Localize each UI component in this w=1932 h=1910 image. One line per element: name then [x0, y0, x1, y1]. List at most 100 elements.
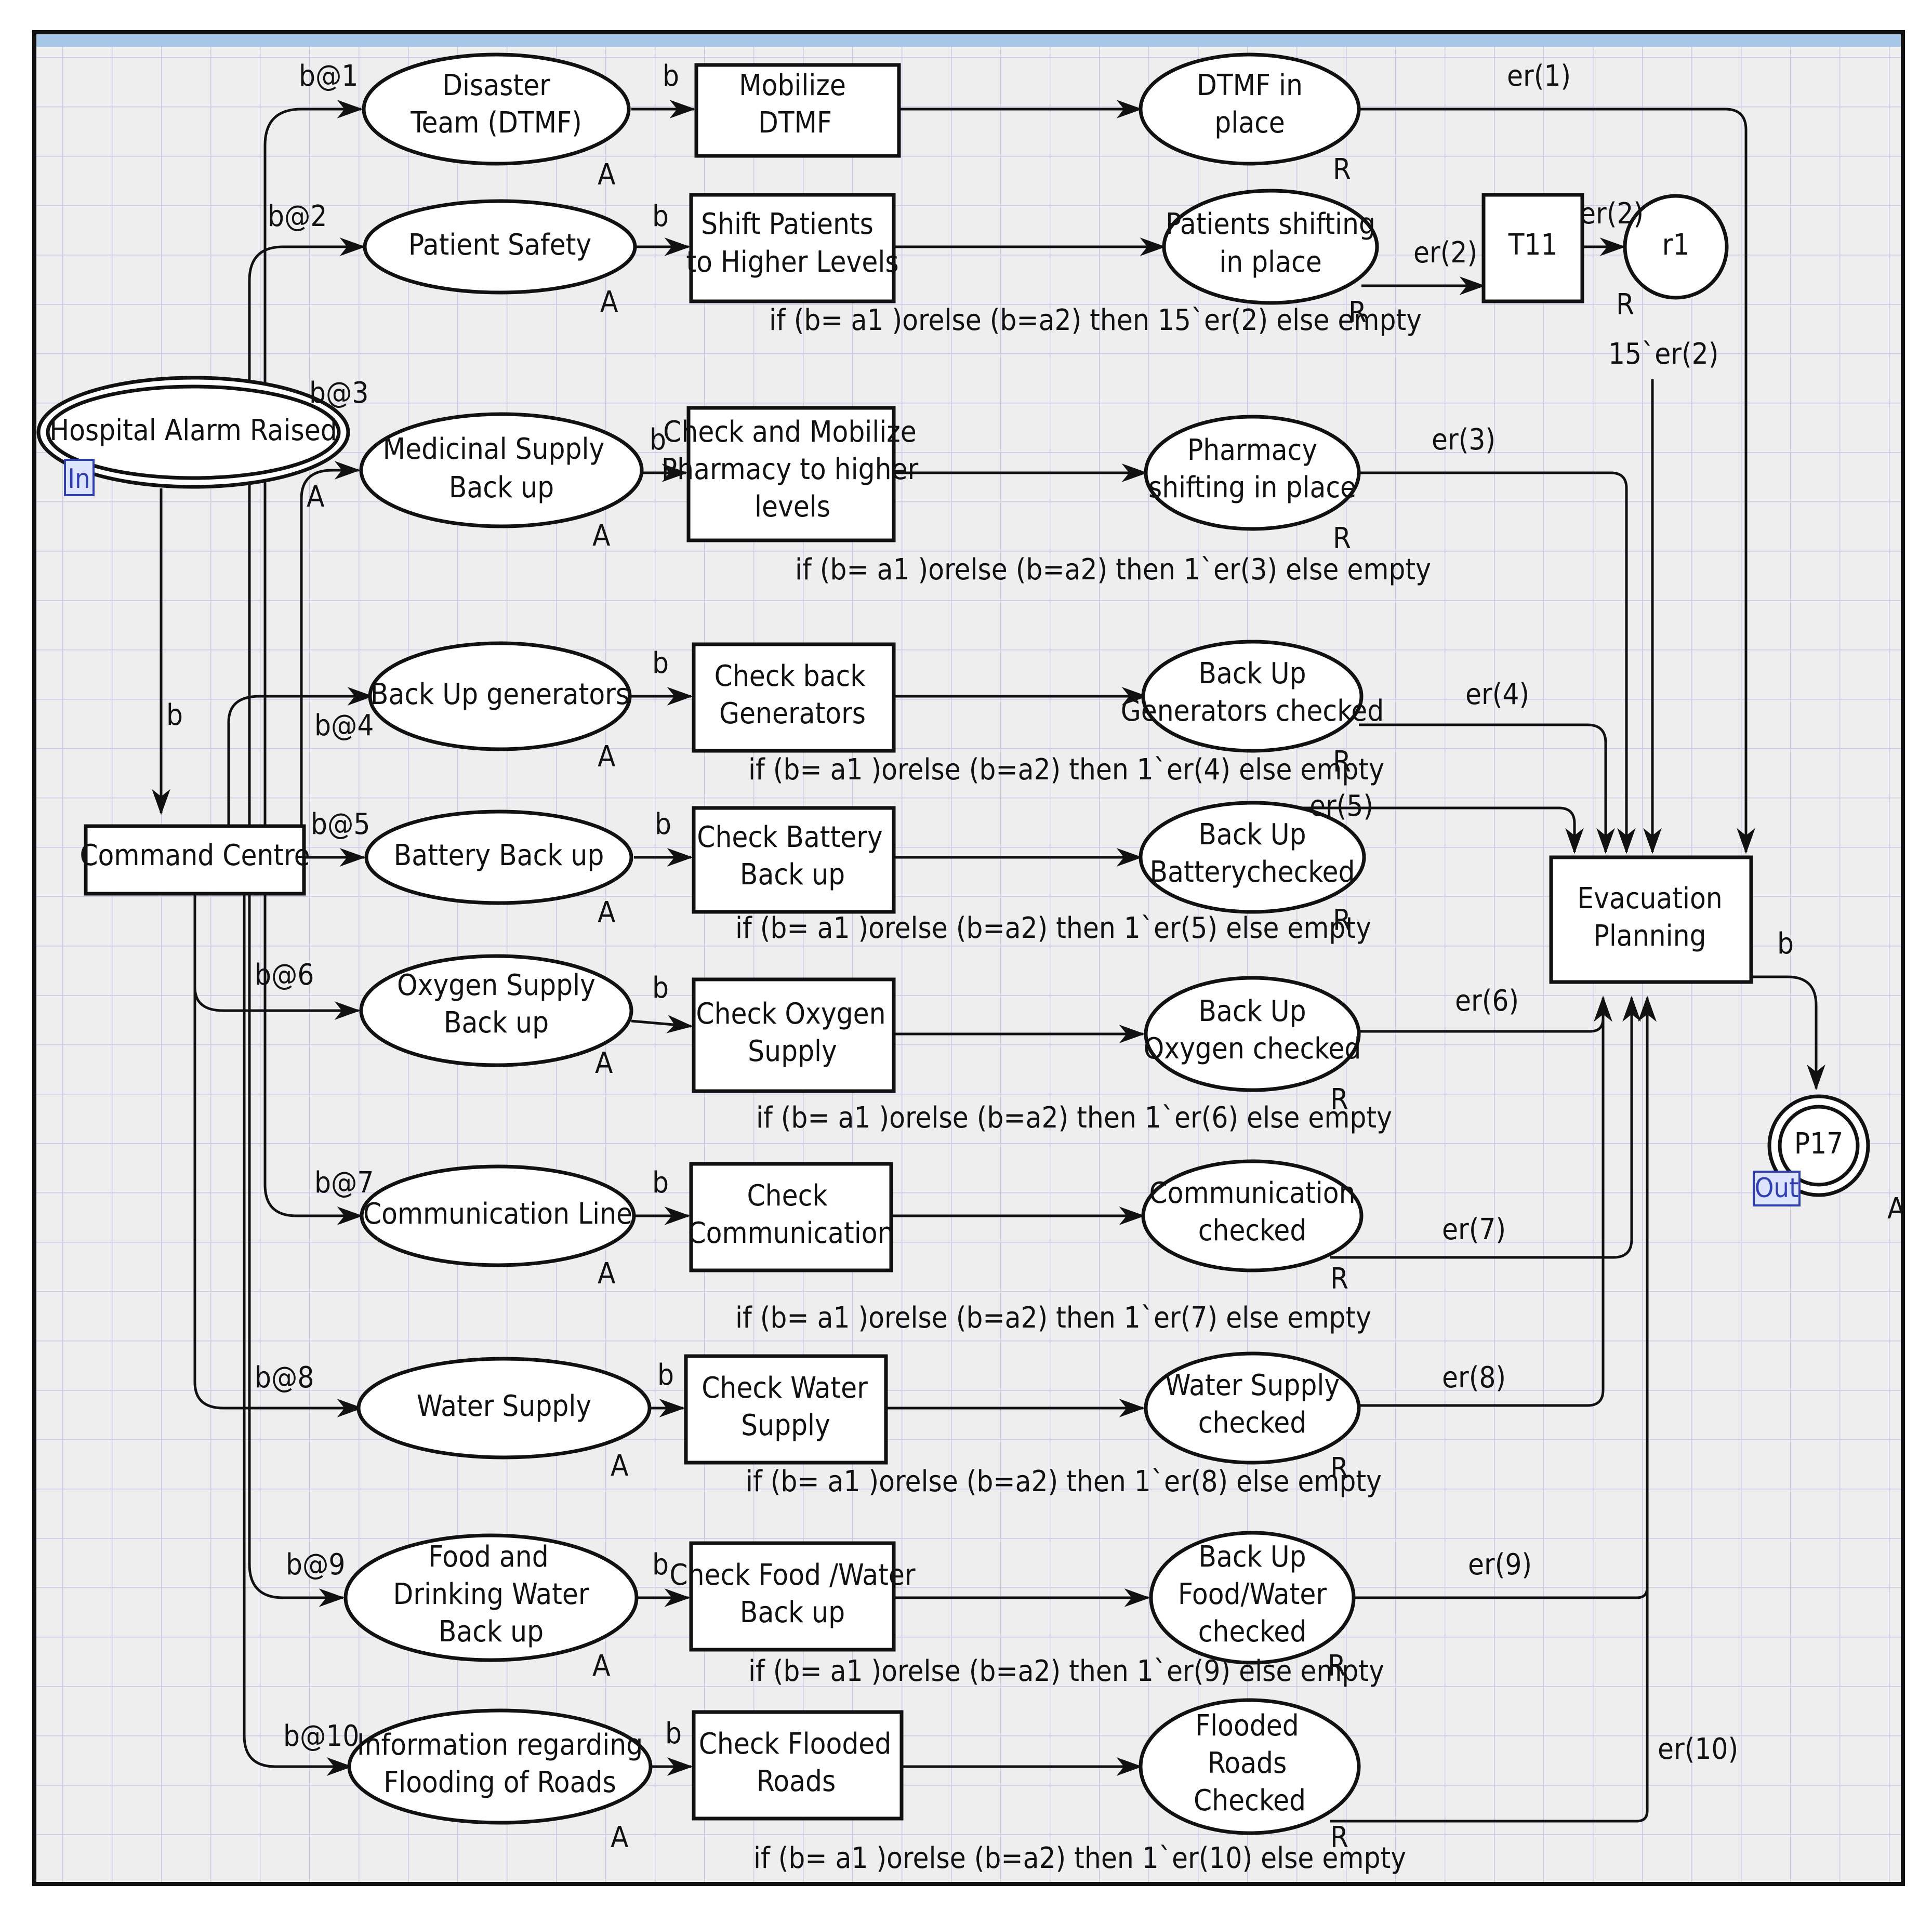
transition-check-communication[interactable]: Check Communication	[687, 1162, 894, 1272]
transition-mobilize-dtmf[interactable]: Mobilize DTMF	[694, 63, 901, 158]
label-line: Check Water	[702, 1371, 868, 1405]
guard-er6: if (b= a1 )orelse (b=a2) then 1`er(6) el…	[756, 1101, 1392, 1135]
label-line: place	[1214, 106, 1285, 140]
transition-command-centre[interactable]: Command Centre	[80, 824, 310, 896]
label-line: Food/Water	[1178, 1577, 1327, 1611]
label-line: DTMF in	[1197, 69, 1303, 102]
port-in: In	[64, 459, 95, 496]
arc-b10	[243, 894, 353, 1776]
arc-label-b-alarm: b	[166, 698, 183, 732]
place-r1[interactable]: r1	[1623, 194, 1729, 300]
place-patients-shifting[interactable]: Patients shifting in place	[1162, 189, 1379, 305]
label-line: Back Up	[1198, 1540, 1306, 1574]
transition-check-oxygen[interactable]: Check Oxygen Supply	[692, 977, 896, 1093]
label-line: Back Up generators	[370, 678, 629, 711]
label-line: P17	[1794, 1127, 1843, 1161]
label-line: Medicinal Supply	[383, 432, 605, 466]
arc-b3	[300, 461, 361, 826]
label-line: Team (DTMF)	[410, 106, 582, 140]
transition-shift-patients[interactable]: Shift Patients to Higher Levels	[686, 193, 899, 303]
label-line: Check and Mobilize	[663, 415, 917, 449]
label-line: Planning	[1593, 919, 1706, 953]
transition-t11[interactable]: T11	[1481, 193, 1584, 303]
place-dtmf-in-place[interactable]: DTMF in place	[1139, 52, 1361, 166]
label-line: DTMF	[758, 106, 832, 140]
place-flood-info[interactable]: Information regarding Flooding of Roads	[347, 1708, 653, 1825]
type-tag-r: R	[1330, 1452, 1348, 1485]
type-tag-r: R	[1333, 745, 1351, 779]
arc-label-er3: er(3)	[1432, 423, 1496, 457]
label-line: Back up	[740, 858, 845, 892]
type-tag-a: A	[600, 285, 618, 319]
place-p17[interactable]: P17	[1767, 1094, 1870, 1197]
place-oxygen-supply[interactable]: Oxygen Supply Back up	[359, 954, 633, 1067]
place-water-checked[interactable]: Water Supply checked	[1144, 1351, 1361, 1465]
place-pharmacy-shifting[interactable]: Pharmacy shifting in place	[1144, 415, 1361, 531]
transition-check-water[interactable]: Check Water Supply	[684, 1354, 888, 1465]
place-communication-checked[interactable]: Communication checked	[1141, 1159, 1364, 1272]
type-tag-r: R	[1330, 1083, 1348, 1117]
arc-label-b: b	[652, 646, 669, 680]
place-food-checked[interactable]: Back Up Food/Water checked	[1149, 1531, 1356, 1665]
arc-label-b: b	[652, 200, 669, 233]
label-line: Disaster	[442, 69, 550, 102]
arc-label-er7: er(7)	[1442, 1213, 1506, 1246]
label-line: Battery Back up	[394, 839, 604, 872]
place-battery-backup[interactable]: Battery Back up	[364, 810, 633, 905]
arc-label-b: b	[652, 971, 669, 1005]
arc-label-er2-t11: er(2)	[1580, 197, 1644, 231]
label-line: Back Up	[1198, 657, 1306, 691]
transition-evacuation-planning[interactable]: Evacuation Planning	[1549, 855, 1753, 984]
type-tags: A A A A A A A A A A A A R R R R R R R R …	[307, 153, 1905, 1854]
type-tag-a: A	[611, 1449, 629, 1483]
arc-label-er4: er(4)	[1465, 678, 1529, 711]
arc-label-b: b	[655, 807, 671, 841]
label-line: Checked	[1194, 1784, 1306, 1818]
label-line: Check Food /Water	[669, 1558, 915, 1592]
place-disaster-team[interactable]: Disaster Team (DTMF)	[362, 52, 631, 166]
type-tag-a: A	[592, 519, 611, 553]
type-tag-a: A	[598, 158, 616, 192]
place-food-water[interactable]: Food and Drinking Water Back up	[343, 1533, 639, 1662]
arc-label-er2: er(2)	[1413, 236, 1477, 270]
transition-check-roads[interactable]: Check Flooded Roads	[692, 1710, 904, 1821]
guard-er4: if (b= a1 )orelse (b=a2) then 1`er(4) el…	[748, 753, 1384, 787]
type-tag-a: A	[595, 1046, 613, 1080]
label-line: Patient Safety	[408, 228, 591, 262]
place-hospital-alarm[interactable]: Hospital Alarm Raised	[36, 376, 350, 489]
transition-mobilize-pharmacy[interactable]: Check and Mobilize Pharmacy to higher le…	[661, 406, 919, 542]
transition-check-generators[interactable]: Check back Generators	[692, 642, 896, 753]
label-line: Supply	[741, 1409, 830, 1442]
top-bar	[36, 34, 1901, 47]
place-generators-checked[interactable]: Back Up Generators checked	[1121, 640, 1384, 753]
label-line: Communication	[687, 1216, 894, 1250]
type-tag-a: A	[307, 480, 325, 514]
label-line: Communication	[1149, 1176, 1355, 1210]
place-oxygen-checked[interactable]: Back Up Oxygen checked	[1144, 976, 1361, 1092]
place-communication-line[interactable]: Communication Line	[360, 1164, 636, 1267]
place-roads-checked[interactable]: Flooded Roads Checked	[1139, 1698, 1361, 1835]
place-patient-safety[interactable]: Patient Safety	[363, 199, 637, 295]
label-line: Patients shifting	[1166, 207, 1375, 241]
arc-label-b1: b@1	[299, 59, 358, 93]
guard-er9: if (b= a1 )orelse (b=a2) then 1`er(9) el…	[748, 1654, 1384, 1688]
label-line: Generators	[719, 697, 866, 731]
transition-check-battery[interactable]: Check Battery Back up	[692, 806, 896, 914]
label-line: Oxygen Supply	[397, 969, 596, 1002]
place-water-supply[interactable]: Water Supply	[356, 1357, 652, 1460]
places: Hospital Alarm Raised In Disaster Team (…	[36, 52, 1870, 1835]
arc-inscriptions: b@1 b@2 b@3 b@4 b@5 b@6 b@7 b@8 b@9 b@10…	[166, 59, 1794, 1766]
guard-er7: if (b= a1 )orelse (b=a2) then 1`er(7) el…	[735, 1301, 1371, 1335]
place-battery-checked[interactable]: Back Up Batterychecked	[1139, 801, 1366, 914]
arc-label-er10: er(10)	[1658, 1732, 1738, 1766]
label-line: checked	[1198, 1406, 1307, 1440]
arc-label-b-out: b	[1777, 927, 1794, 961]
label-line: Water Supply	[1165, 1369, 1340, 1402]
place-medicinal-supply[interactable]: Medicinal Supply Back up	[359, 412, 644, 528]
label-line: Back up	[439, 1615, 544, 1649]
arc-b4	[227, 687, 374, 826]
arc-label-b9: b@9	[286, 1548, 345, 1582]
transition-check-food[interactable]: Check Food /Water Back up	[669, 1541, 916, 1652]
place-backup-generators[interactable]: Back Up generators	[368, 641, 632, 751]
